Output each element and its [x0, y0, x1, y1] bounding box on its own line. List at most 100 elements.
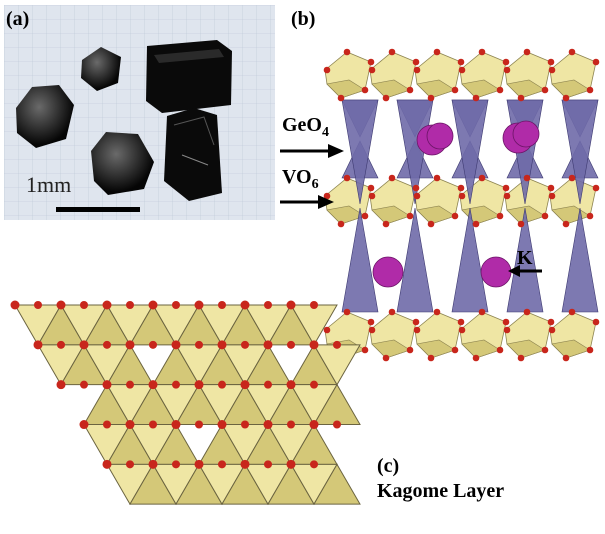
oxygen-atom [10, 300, 20, 310]
oxygen-atom [592, 318, 600, 326]
oxygen-atom [337, 94, 345, 102]
oxygen-atom [79, 420, 89, 430]
oxygen-atom [368, 66, 376, 74]
oxygen-atom [388, 48, 396, 56]
oxygen-atom [592, 58, 600, 66]
oxygen-atom [368, 192, 376, 200]
oxygen-atom [263, 340, 273, 350]
oxygen-atom [517, 94, 525, 102]
oxygen-atom [568, 174, 576, 182]
crystal-2 [81, 47, 121, 91]
oxygen-atom [171, 420, 181, 430]
oxygen-atom [148, 459, 158, 469]
oxygen-atom [240, 380, 250, 390]
oxygen-atom [240, 459, 250, 469]
oxygen-atom [240, 300, 250, 310]
crystal-1 [16, 85, 74, 148]
oxygen-atom [496, 212, 504, 220]
oxygen-atom [286, 459, 296, 469]
oxygen-atom [343, 174, 351, 182]
oxygen-atom [586, 346, 594, 354]
oxygen-atom [427, 220, 435, 228]
oxygen-atom [433, 48, 441, 56]
oxygen-atom [194, 459, 204, 469]
oxygen-atom [412, 184, 420, 192]
geo4-tetrahedron [561, 207, 599, 313]
oxygen-atom [172, 301, 180, 309]
oxygen-atom [286, 380, 296, 390]
oxygen-atom [478, 174, 486, 182]
oxygen-atom [382, 354, 390, 362]
oxygen-atom [523, 48, 531, 56]
oxygen-atom [333, 340, 341, 349]
oxygen-atom [125, 340, 135, 350]
oxygen-atom [126, 380, 134, 389]
oxygen-atom [412, 318, 420, 326]
oxygen-atom [388, 174, 396, 182]
oxygen-atom [195, 340, 203, 349]
oxygen-atom [217, 420, 227, 430]
oxygen-atom [218, 380, 226, 389]
kagome-title: Kagome Layer [377, 480, 505, 502]
crystal-photo [4, 5, 275, 220]
oxygen-atom [502, 318, 510, 326]
oxygen-atom [33, 340, 43, 350]
oxygen-atom [172, 460, 180, 469]
oxygen-atom [171, 340, 181, 350]
oxygen-atom [413, 192, 421, 200]
oxygen-atom [503, 326, 511, 334]
geo4-tetrahedron [561, 99, 599, 205]
oxygen-atom [548, 326, 556, 334]
oxygen-atom [406, 86, 414, 94]
oxygen-atom [149, 420, 157, 429]
oxygen-atom [217, 340, 227, 350]
oxygen-atom [103, 420, 111, 429]
oxygen-atom [310, 301, 318, 309]
oxygen-atom [548, 192, 556, 200]
oxygen-atom [148, 300, 158, 310]
oxygen-atom [478, 48, 486, 56]
oxygen-atom [541, 346, 549, 354]
potassium-ion [372, 256, 404, 288]
oxygen-atom [517, 220, 525, 228]
label-vo6: VO6 [282, 166, 319, 192]
oxygen-atom [323, 66, 331, 74]
oxygen-atom [568, 48, 576, 56]
oxygen-atom [502, 58, 510, 66]
oxygen-atom [451, 212, 459, 220]
geo4-tetrahedron [341, 99, 379, 205]
panel-b-label: (b) [291, 8, 316, 30]
oxygen-atom [502, 184, 510, 192]
oxygen-atom [412, 58, 420, 66]
geo4-tetrahedron [341, 207, 379, 313]
panel-c-label: (c) [377, 455, 400, 477]
oxygen-atom [586, 212, 594, 220]
oxygen-atom [427, 354, 435, 362]
kagome-layer [10, 300, 361, 506]
oxygen-atom [586, 86, 594, 94]
oxygen-atom [57, 340, 65, 349]
oxygen-atom [323, 192, 331, 200]
scale-label: 1mm [26, 172, 72, 197]
oxygen-atom [287, 420, 295, 429]
oxygen-atom [413, 66, 421, 74]
oxygen-atom [496, 86, 504, 94]
oxygen-atom [287, 340, 295, 349]
crystal-structure [323, 48, 600, 362]
oxygen-atom [309, 340, 319, 350]
oxygen-atom [367, 184, 375, 192]
potassium-ion [512, 120, 540, 148]
oxygen-atom [367, 318, 375, 326]
oxygen-atom [34, 301, 42, 309]
oxygen-atom [406, 346, 414, 354]
oxygen-atom [241, 340, 249, 349]
oxygen-atom [433, 174, 441, 182]
oxygen-atom [367, 58, 375, 66]
oxygen-atom [310, 380, 318, 389]
oxygen-atom [323, 326, 331, 334]
oxygen-atom [172, 380, 180, 389]
oxygen-atom [218, 460, 226, 469]
oxygen-atom [457, 58, 465, 66]
oxygen-atom [333, 420, 341, 429]
oxygen-atom [562, 220, 570, 228]
